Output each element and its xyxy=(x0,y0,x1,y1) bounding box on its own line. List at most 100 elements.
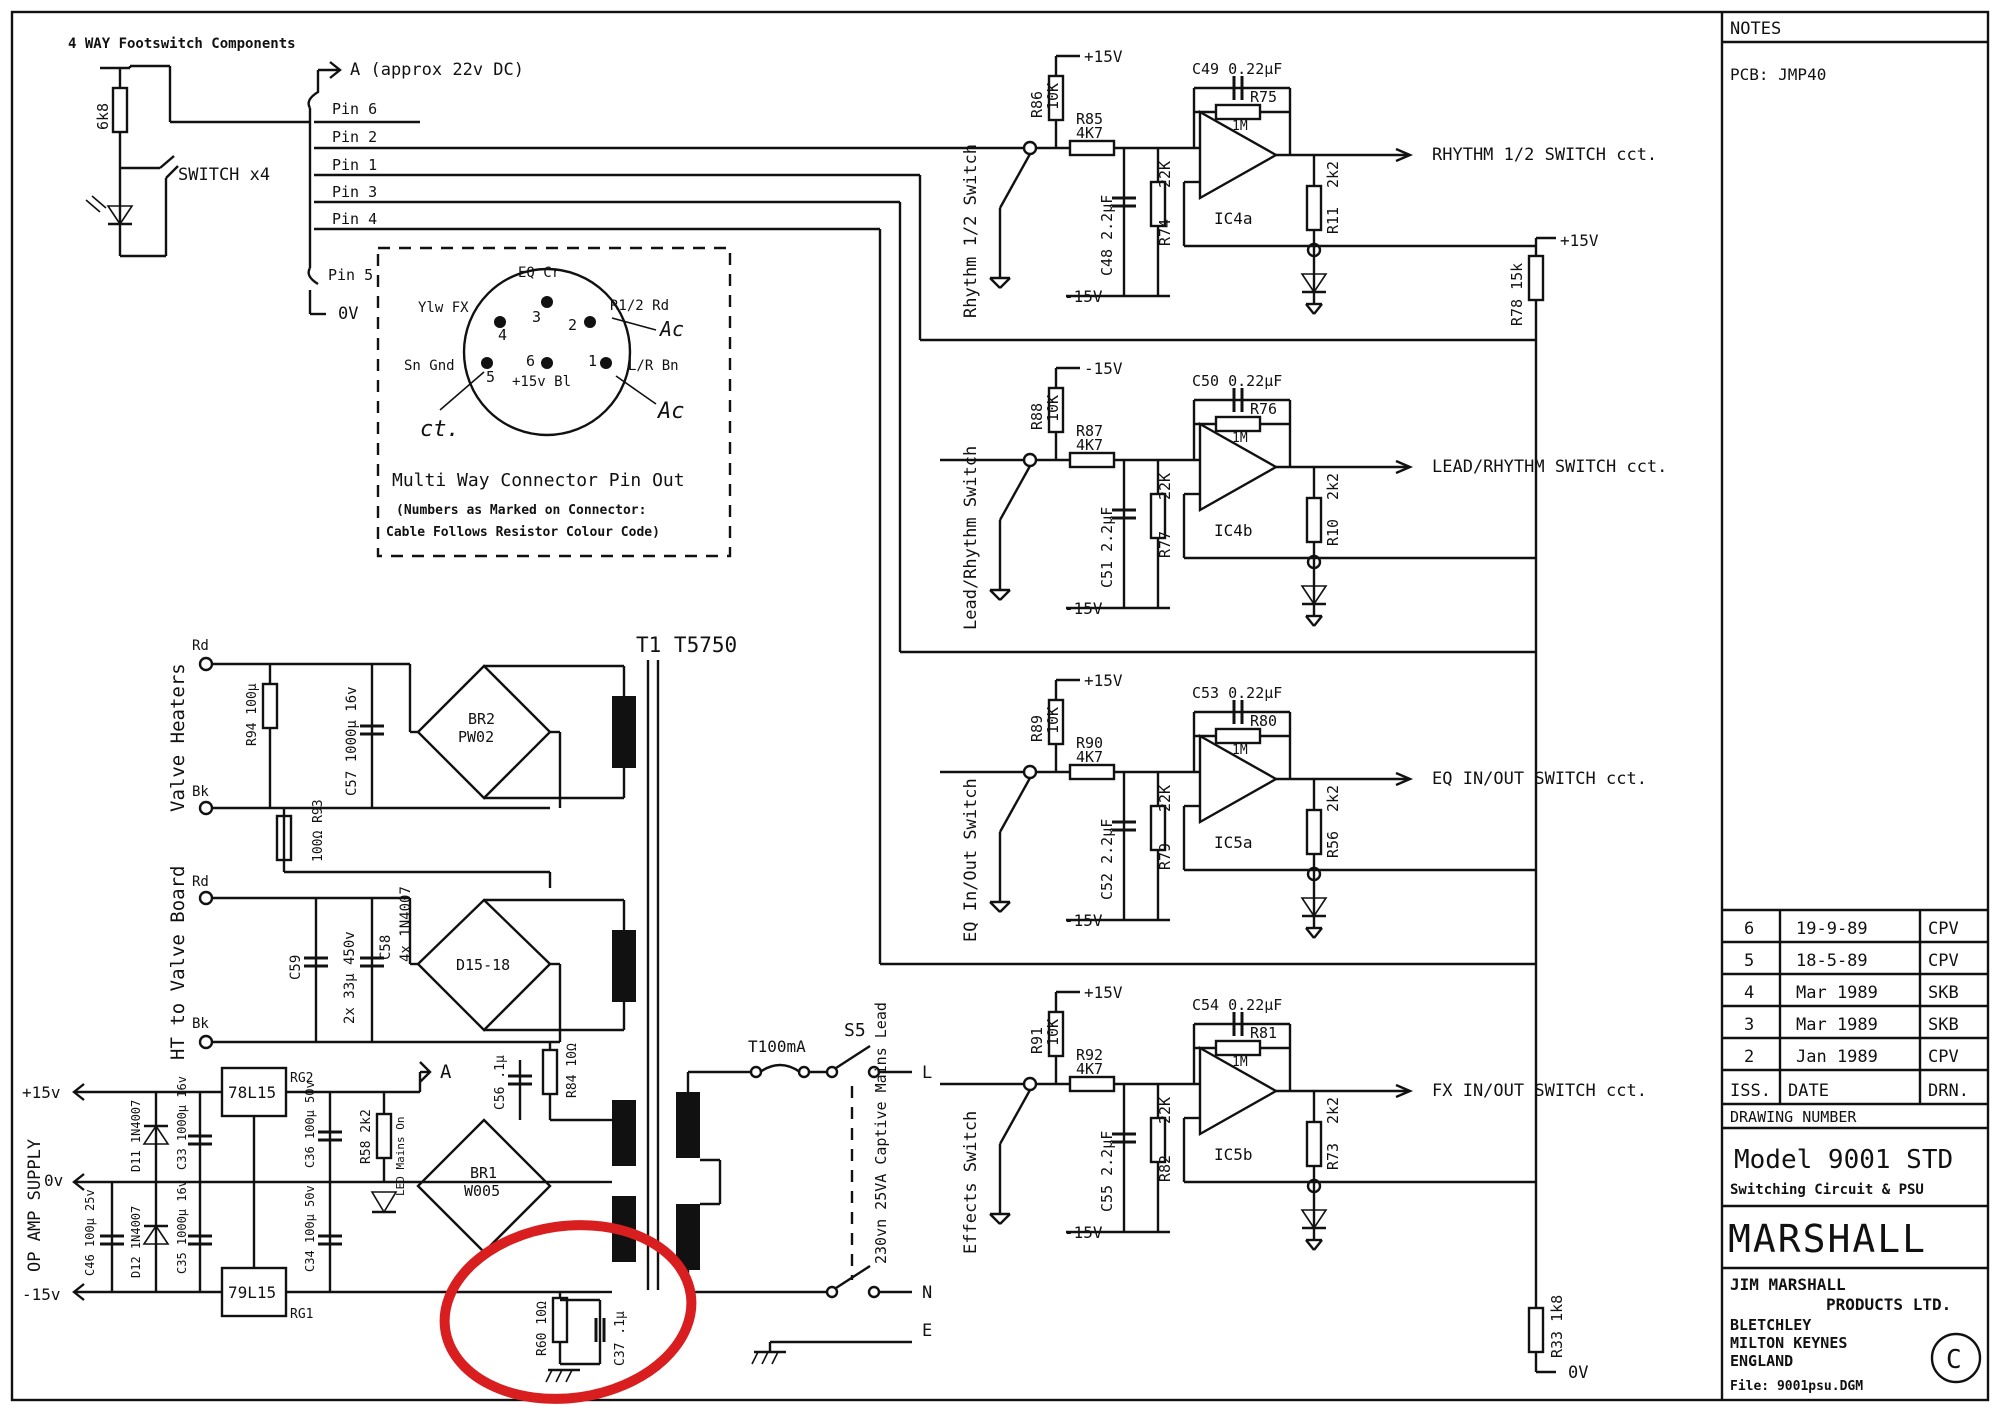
r-shunt-label: R79 xyxy=(1156,843,1174,870)
power-supply: Valve Heaters Rd Bk R94 100µ C57 1000µ 1… xyxy=(22,633,932,1383)
footswitch-title: 4 WAY Footswitch Components xyxy=(68,36,296,52)
fuse-label: T100mA xyxy=(748,1037,806,1056)
op-amp xyxy=(1198,109,1279,201)
pin-num-2: 2 xyxy=(568,316,577,334)
c34-label: C34 100µ 50v xyxy=(303,1185,317,1272)
lr-bn-label: L/R Bn xyxy=(628,358,679,374)
fb-res-label: R75 xyxy=(1250,88,1277,106)
br2-label: BR2 xyxy=(468,710,495,728)
led-icon xyxy=(1300,1209,1328,1230)
output-label: FX IN/OUT SWITCH cct. xyxy=(1432,1081,1647,1101)
r58-label: R58 2k2 xyxy=(359,1109,374,1164)
input-node xyxy=(1022,452,1038,468)
fb-res-val: 1M xyxy=(1232,1055,1248,1070)
cap-label: C55 2.2µF xyxy=(1098,1131,1116,1212)
led-icon xyxy=(1300,897,1328,918)
fb-res-val: 1M xyxy=(1232,743,1248,758)
rail-top-label: +15V xyxy=(1084,47,1123,66)
footswitch-section: 4 WAY Footswitch Components 6k8 SWITCH x… xyxy=(68,36,940,324)
c33-label: C33 1000µ 16v xyxy=(175,1076,189,1170)
fb-res-label: R81 xyxy=(1250,1024,1277,1042)
rail-top-label: +15V xyxy=(1084,983,1123,1002)
rev-date: Mar 1989 xyxy=(1796,1015,1878,1035)
r-shunt-label: R82 xyxy=(1156,1155,1174,1182)
pin-1-label: Pin 1 xyxy=(332,156,377,174)
r-led-label: R73 xyxy=(1324,1143,1342,1170)
mains-e-label: E xyxy=(922,1321,932,1341)
led-rail-zero: 0V xyxy=(1568,1363,1588,1383)
led-node xyxy=(1306,242,1322,258)
rg2-label: RG2 xyxy=(290,1071,313,1086)
rev-date: 19-9-89 xyxy=(1796,919,1868,939)
led-mains-label: LED Mains On xyxy=(394,1117,407,1196)
c56-label: C56 .1µ xyxy=(493,1055,508,1110)
plus15-bl-label: +15v Bl xyxy=(512,374,571,390)
plus15v-out-label: +15v xyxy=(22,1083,61,1102)
r-series-label: R87 xyxy=(1076,422,1103,440)
ht-bk-label: Bk xyxy=(192,1016,209,1032)
rev-iss: 3 xyxy=(1744,1015,1754,1035)
rev-date: Mar 1989 xyxy=(1796,983,1878,1003)
rev-iss: 4 xyxy=(1744,983,1754,1003)
subtitle-label: Switching Circuit & PSU xyxy=(1730,1182,1924,1198)
pcb-label: PCB: JMP40 xyxy=(1730,65,1826,84)
rev-drn: CPV xyxy=(1928,1047,1959,1067)
company-line2: PRODUCTS LTD. xyxy=(1826,1295,1951,1314)
rail-bottom-label: -15V xyxy=(1064,911,1103,930)
op-amp xyxy=(1198,421,1279,513)
drawing-number-label: DRAWING NUMBER xyxy=(1730,1108,1857,1126)
led-node xyxy=(1306,866,1322,882)
r-shunt-val: 22K xyxy=(1156,473,1174,500)
cap-label: C51 2.2µF xyxy=(1098,507,1116,588)
r-led-label: R11 xyxy=(1324,207,1342,234)
col-date: DATE xyxy=(1788,1081,1829,1101)
br1-label: BR1 xyxy=(470,1164,497,1182)
ic-label: IC4a xyxy=(1214,209,1253,228)
d11-label: D11 1N4007 xyxy=(129,1100,143,1172)
pin-num-6: 6 xyxy=(526,352,535,370)
reg-neg-label: 79L15 xyxy=(228,1283,276,1302)
pin-num-3: 3 xyxy=(532,308,541,326)
r-pull-label: R86 xyxy=(1028,91,1046,118)
op-amp-supply-label: OP AMP SUPPLY xyxy=(25,1139,45,1272)
address-line3: ENGLAND xyxy=(1730,1352,1793,1370)
r-series-label: R85 xyxy=(1076,110,1103,128)
r94-label: R94 100µ xyxy=(245,683,260,746)
cap-label: C48 2.2µF xyxy=(1098,195,1116,276)
output-label: EQ IN/OUT SWITCH cct. xyxy=(1432,769,1647,789)
r-pull-val: 10K xyxy=(1044,83,1062,110)
r-led-label: R10 xyxy=(1324,519,1342,546)
connector-title: Multi Way Connector Pin Out xyxy=(392,470,685,491)
rev-date: 18-5-89 xyxy=(1796,951,1868,971)
led-rail-plus15: +15V xyxy=(1560,231,1599,250)
r-led-label: R56 xyxy=(1324,831,1342,858)
r-series-label: R90 xyxy=(1076,734,1103,752)
led-icon xyxy=(1300,273,1328,294)
c46-label: C46 100µ 25v xyxy=(83,1189,97,1276)
op-amp xyxy=(1198,1045,1279,1137)
supply-a-label: A (approx 22v DC) xyxy=(350,60,524,80)
heater-rd-label: Rd xyxy=(192,638,209,654)
handwritten-ac-1: Ac xyxy=(658,317,684,341)
rev-iss: 6 xyxy=(1744,919,1754,939)
output-label: LEAD/RHYTHM SWITCH cct. xyxy=(1432,457,1667,477)
sn-gnd-label: Sn Gnd xyxy=(404,358,455,374)
rev-drn: CPV xyxy=(1928,951,1959,971)
heater-bk-label: Bk xyxy=(192,784,209,800)
fb-cap-label: C50 0.22µF xyxy=(1192,372,1282,390)
c37-label: C37 .1µ xyxy=(613,1311,628,1366)
c58-label: C58 xyxy=(378,935,394,960)
r-pull-label: R89 xyxy=(1028,715,1046,742)
copyright-letter: C xyxy=(1946,1345,1962,1375)
fb-cap-label: C53 0.22µF xyxy=(1192,684,1282,702)
ic-label: IC4b xyxy=(1214,521,1253,540)
valve-heaters-label: Valve Heaters xyxy=(167,663,189,812)
r84-label: R84 10Ω xyxy=(565,1043,580,1098)
model-label: Model 9001 STD xyxy=(1734,1145,1953,1175)
rail-bottom-label: -15V xyxy=(1064,599,1103,618)
r-series-val: 4K7 xyxy=(1076,124,1103,142)
s5-label: S5 xyxy=(844,1020,866,1041)
eq-cr-label: EQ Cr xyxy=(518,265,560,281)
